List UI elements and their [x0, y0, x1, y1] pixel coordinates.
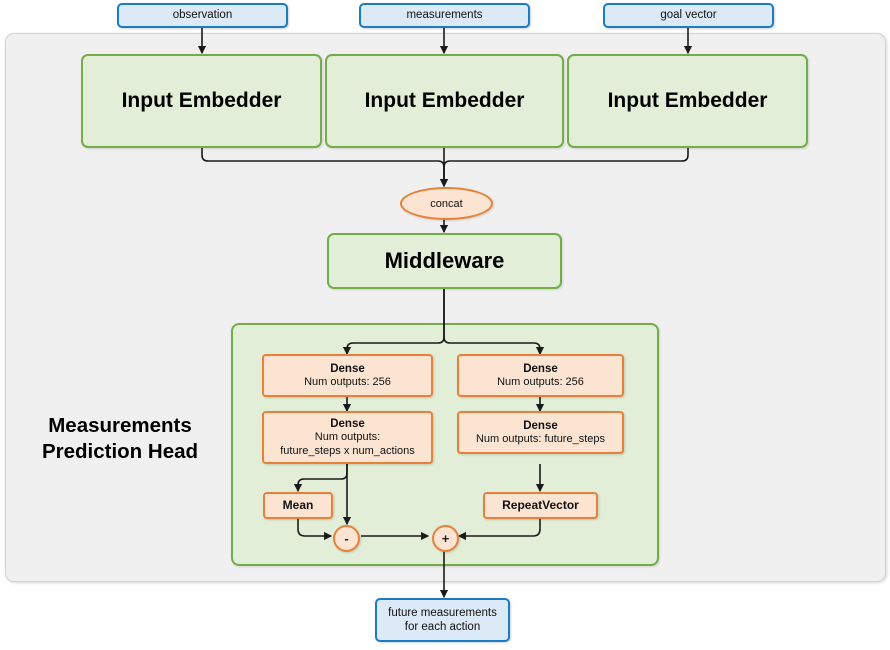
dense-right-1-sub: Num outputs: 256	[497, 375, 584, 388]
dense-right-2-title: Dense	[523, 419, 558, 432]
middleware-node[interactable]: Middleware	[327, 233, 562, 289]
repeat-vector-label: RepeatVector	[502, 498, 579, 513]
input-box-observation-label: observation	[172, 9, 233, 22]
output-box-line-2: for each action	[404, 621, 481, 633]
mean-node[interactable]: Mean	[263, 492, 333, 519]
dense-left-2-sub1: Num outputs:	[314, 431, 381, 444]
input-embedder-2-label: Input Embedder	[364, 89, 525, 113]
add-operator-node[interactable]: +	[432, 525, 459, 552]
middleware-label: Middleware	[384, 247, 505, 273]
concat-label: concat	[430, 197, 463, 210]
dense-right-1-title: Dense	[523, 362, 558, 375]
measurements-prediction-head-label: Measurements Prediction Head	[22, 413, 218, 464]
subtract-operator-label: -	[344, 531, 349, 546]
repeat-vector-node[interactable]: RepeatVector	[483, 492, 598, 519]
input-box-goal-vector[interactable]: goal vector	[603, 3, 774, 28]
input-embedder-3-label: Input Embedder	[607, 89, 768, 113]
input-box-observation[interactable]: observation	[117, 3, 288, 28]
output-box-line-1: future measurements	[388, 606, 497, 619]
output-box-future-measurements[interactable]: future measurements for each action	[375, 598, 510, 642]
input-box-measurements[interactable]: measurements	[359, 3, 530, 28]
concat-node[interactable]: concat	[400, 187, 493, 220]
input-embedder-3[interactable]: Input Embedder	[567, 54, 808, 148]
dense-left-1-sub: Num outputs: 256	[304, 375, 391, 388]
add-operator-label: +	[441, 531, 450, 546]
input-embedder-1[interactable]: Input Embedder	[81, 54, 322, 148]
dense-right-1[interactable]: Dense Num outputs: 256	[457, 354, 624, 397]
dense-right-2[interactable]: Dense Num outputs: future_steps	[457, 411, 624, 454]
dense-left-1-title: Dense	[330, 362, 365, 375]
input-box-goal-vector-label: goal vector	[660, 9, 717, 22]
dense-left-2-title: Dense	[330, 418, 365, 431]
dense-right-2-sub: Num outputs: future_steps	[475, 432, 605, 445]
input-box-measurements-label: measurements	[406, 9, 483, 22]
dense-left-1[interactable]: Dense Num outputs: 256	[262, 354, 433, 397]
input-embedder-1-label: Input Embedder	[121, 89, 282, 113]
mean-label: Mean	[282, 498, 314, 513]
head-label-line-2: Prediction Head	[41, 439, 199, 463]
dense-left-2[interactable]: Dense Num outputs: future_steps x num_ac…	[262, 411, 433, 464]
subtract-operator-node[interactable]: -	[333, 525, 360, 552]
dense-left-2-sub2: future_steps x num_actions	[280, 444, 415, 457]
input-embedder-2[interactable]: Input Embedder	[325, 54, 564, 148]
head-label-line-1: Measurements	[48, 414, 192, 437]
